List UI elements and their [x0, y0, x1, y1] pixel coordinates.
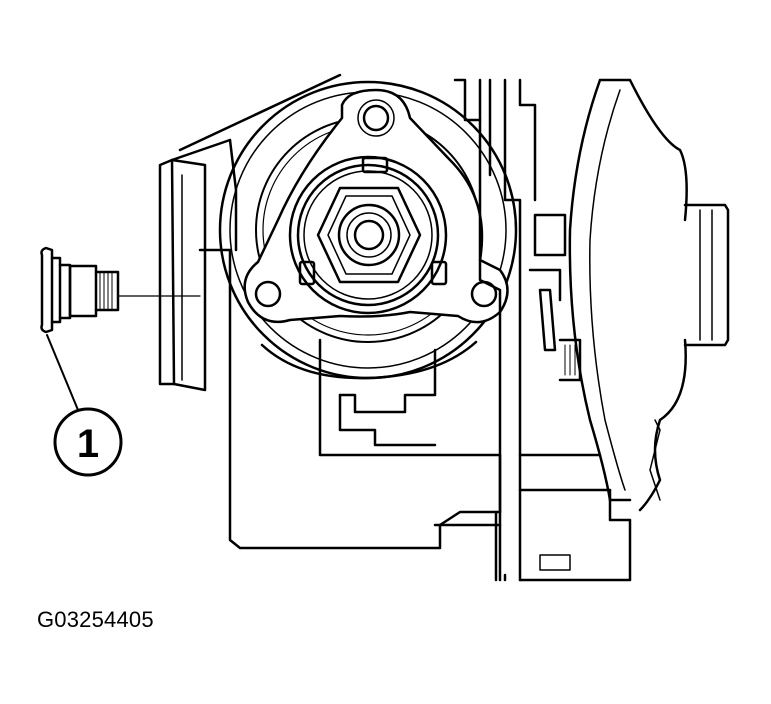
mounting-flange: [158, 73, 342, 392]
callout-1: 1: [53, 407, 123, 477]
callout-leader: [46, 334, 79, 411]
figure-id: G03254405: [37, 607, 154, 632]
side-bracket: [453, 78, 632, 582]
output-shaft: [683, 203, 730, 347]
bolt: [40, 246, 120, 334]
callout-number: 1: [77, 422, 99, 466]
hub-nut: [288, 155, 448, 315]
pulley: [568, 78, 688, 512]
